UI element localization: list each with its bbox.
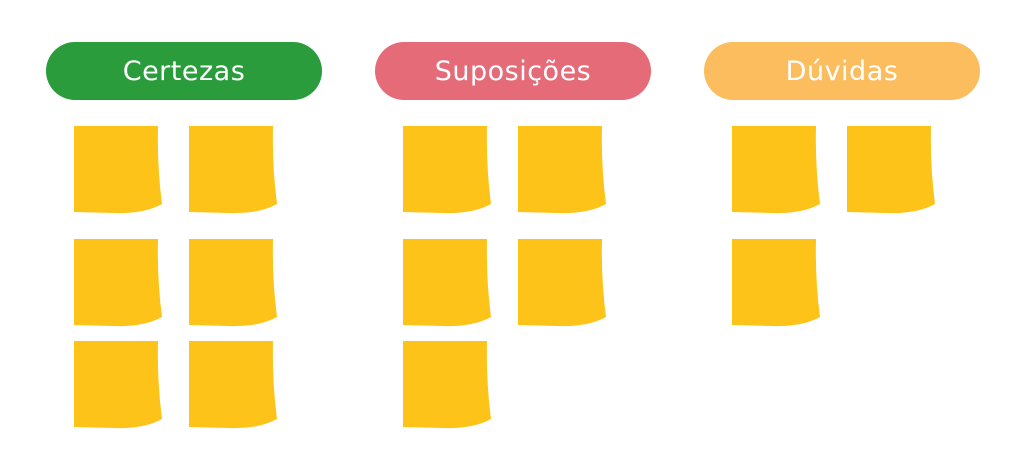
column-header-0: Certezas xyxy=(46,42,322,100)
sticky-note[interactable] xyxy=(74,239,162,327)
sticky-note[interactable] xyxy=(189,341,277,429)
sticky-note[interactable] xyxy=(732,239,820,327)
column-header-2: Dúvidas xyxy=(704,42,980,100)
sticky-note[interactable] xyxy=(518,239,606,327)
sticky-note[interactable] xyxy=(732,126,820,214)
sticky-note[interactable] xyxy=(189,239,277,327)
sticky-note[interactable] xyxy=(403,239,491,327)
sticky-note[interactable] xyxy=(74,126,162,214)
sticky-note[interactable] xyxy=(518,126,606,214)
column-header-1: Suposições xyxy=(375,42,651,100)
sticky-note[interactable] xyxy=(403,341,491,429)
sticky-note[interactable] xyxy=(189,126,277,214)
sticky-note[interactable] xyxy=(403,126,491,214)
sticky-note[interactable] xyxy=(74,341,162,429)
sticky-note[interactable] xyxy=(847,126,935,214)
